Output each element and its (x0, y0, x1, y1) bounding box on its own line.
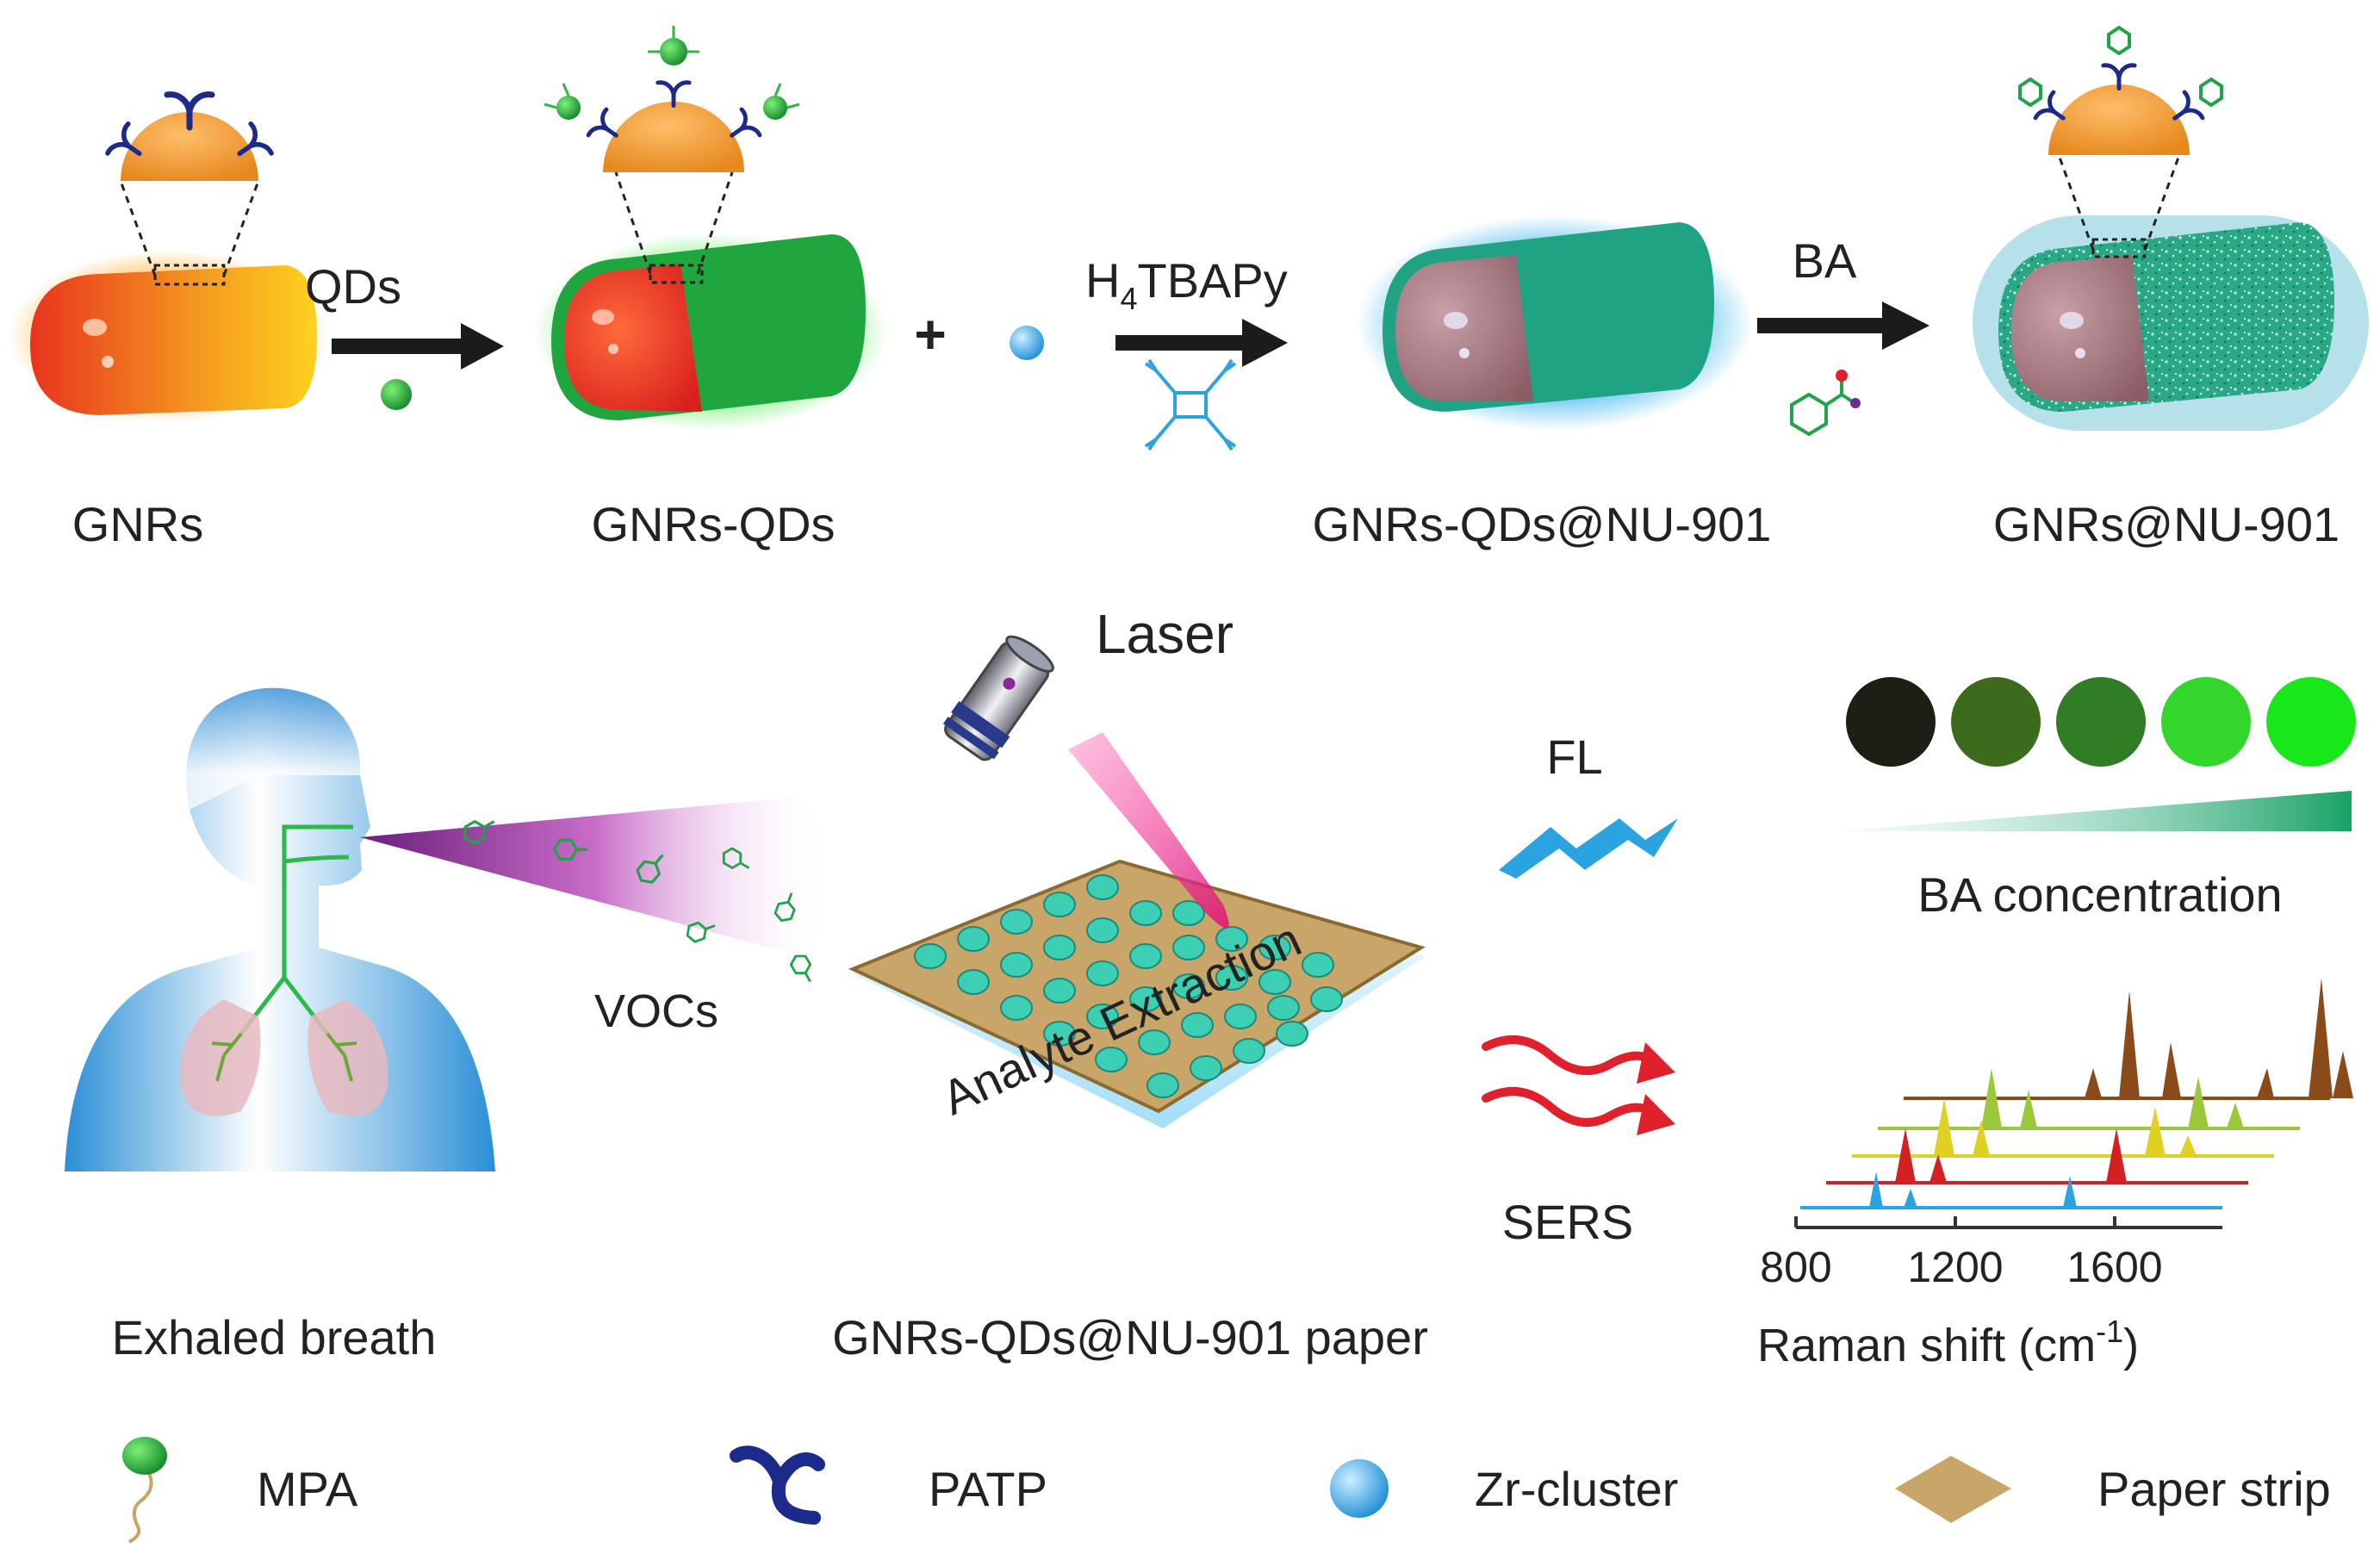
concentration-wedge (1835, 791, 2352, 831)
benzoic-acid-icon (1790, 370, 1861, 437)
zr-cluster-reagent (1010, 326, 1044, 360)
stage-label-gnrs-qds-nu901: GNRs-QDs@NU-901 (1313, 497, 1772, 551)
ba-arrow (1757, 301, 1929, 437)
plus-sign: + (914, 303, 946, 365)
laser-label: Laser (1096, 603, 1233, 665)
gnr-nu901-rod (1973, 215, 2369, 431)
qds-arrow (332, 323, 504, 410)
laser-device-icon (942, 635, 1229, 929)
raman-x-axis (1794, 1216, 2222, 1229)
legend-label-paper-strip: Paper strip (2097, 1462, 2331, 1516)
fluorescence-dot-5 (2266, 677, 2356, 767)
gnr-qds-rod (534, 233, 887, 431)
tbapy-molecule-icon (1144, 358, 1237, 451)
gnr-zoom-inset (108, 95, 271, 286)
fluorescence-dot-2 (1951, 677, 2041, 767)
stage-label-gnrs-qds: GNRs-QDs (591, 497, 835, 551)
fluorescence-dot-3 (2056, 677, 2146, 767)
raman-tick-1200: 1200 (1907, 1243, 2003, 1291)
fluorescence-dot-4 (2161, 677, 2251, 767)
stage-label-gnrs-nu901: GNRs@NU-901 (1993, 497, 2340, 551)
gnr-qds-nu901-rod (1357, 215, 1753, 431)
zr-cluster-icon (1330, 1459, 1389, 1518)
paper-caption-label: GNRs-QDs@NU-901 paper (832, 1310, 1428, 1364)
exhaled-breath-label: Exhaled breath (112, 1310, 437, 1364)
paper-strip-icon (1895, 1456, 2011, 1523)
raman-tick-800: 800 (1760, 1243, 1831, 1291)
legend-label-mpa: MPA (257, 1462, 358, 1516)
stage-label-gnrs: GNRs (72, 497, 203, 551)
breath-cone (360, 797, 831, 983)
vocs-label: VOCs (594, 985, 718, 1037)
ba-arrow-label: BA (1793, 233, 1857, 288)
linker-arrow-label: H4TBAPy (1085, 253, 1288, 316)
raman-spectra-stack (1800, 978, 2353, 1209)
gnr-rod (9, 250, 327, 422)
sers-signal-icon (1482, 1035, 1675, 1135)
mpa-icon (122, 1437, 167, 1544)
patp-icon (730, 1445, 825, 1525)
fl-signal-icon (1499, 818, 1678, 879)
qds-arrow-label: QDs (305, 259, 401, 314)
raman-tick-1600: 1600 (2066, 1243, 2162, 1291)
fluorescence-dot-1 (1846, 677, 1936, 767)
legend: MPA PATP Zr-cluster Paper strip (122, 1437, 2331, 1544)
gnr-nu901-zoom-inset (2018, 25, 2223, 258)
raman-axis-label: Raman shift (cm-1) (1757, 1314, 2139, 1371)
linker-arrow (1115, 319, 1288, 451)
fluorescence-color-series (1846, 677, 2356, 767)
legend-label-patp: PATP (929, 1462, 1047, 1516)
legend-label-zr-cluster: Zr-cluster (1475, 1462, 1678, 1516)
sensing-paper: Analyte Extraction (848, 859, 1426, 1128)
fl-label: FL (1546, 730, 1602, 784)
sers-label: SERS (1502, 1195, 1634, 1249)
ba-concentration-label: BA concentration (1917, 867, 2282, 922)
gnr-qds-zoom-inset (544, 26, 800, 284)
human-figure (65, 687, 495, 1172)
